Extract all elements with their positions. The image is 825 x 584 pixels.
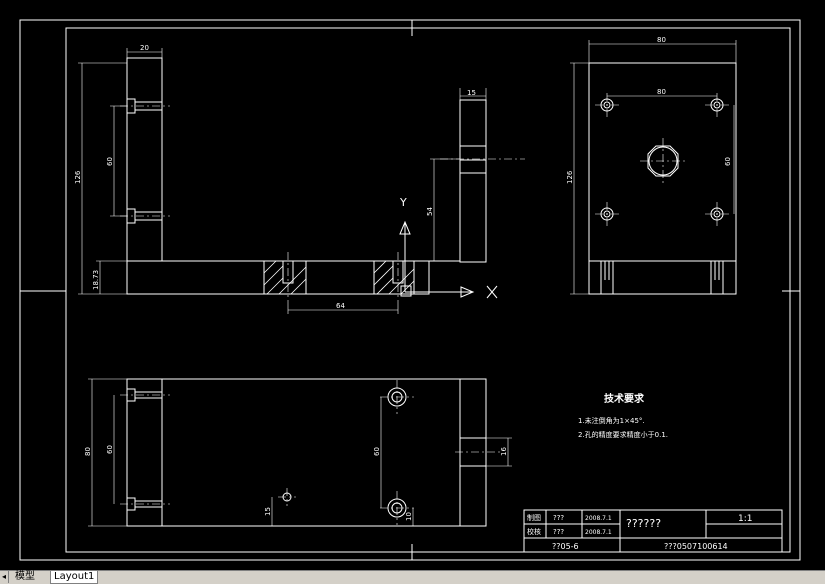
- notes-line-2: 2.孔的精度要求精度小于0.1.: [578, 430, 668, 439]
- side-dimensions: [570, 40, 737, 295]
- y-axis-label: Y: [399, 196, 407, 209]
- inner-frame: [65, 27, 791, 553]
- dim-60-bottom-left: 60: [106, 445, 114, 454]
- notes-title: 技术要求: [604, 392, 645, 405]
- dim-20: 20: [140, 44, 149, 52]
- dim-54: 54: [426, 207, 434, 216]
- drawing-canvas[interactable]: Y X 20 126 60 18.73 15 54 64: [0, 0, 825, 570]
- dim-60-left: 60: [106, 157, 114, 166]
- front-view: [126, 57, 487, 295]
- dim-15-top: 15: [467, 89, 476, 97]
- dim-15-bottom: 15: [264, 507, 272, 516]
- tb-student-no: ???0507100614: [664, 542, 728, 551]
- ucs-icon: [399, 220, 498, 299]
- tab-model[interactable]: 模型: [15, 571, 35, 582]
- dim-60-bottom-mid: 60: [373, 447, 381, 456]
- dim-16: 16: [500, 447, 508, 456]
- dim-60-right: 60: [724, 157, 732, 166]
- dim-64: 64: [336, 302, 345, 310]
- front-hatching: [263, 260, 415, 295]
- side-centerlines: [595, 93, 730, 227]
- tb-checked-date: 2008.7.1: [585, 529, 612, 536]
- front-centerlines: [120, 105, 525, 300]
- dim-126-right: 126: [566, 170, 574, 184]
- center-marks: [20, 20, 800, 560]
- layout-tab-bar: ◂ 模型 Layout1: [0, 570, 825, 584]
- tb-part-name: ??????: [626, 517, 661, 530]
- tb-checked-name: ???: [553, 528, 564, 536]
- tb-drawing-no: ??05-6: [552, 542, 579, 551]
- dim-80-bottom: 80: [84, 447, 92, 456]
- outer-border: [19, 19, 801, 561]
- front-dimensions: [78, 48, 487, 314]
- tb-scale: 1:1: [738, 514, 752, 524]
- tb-drawn-name: ???: [553, 514, 564, 522]
- dim-80-inner: 80: [657, 88, 666, 96]
- dim-10-bottom: 10: [405, 512, 413, 521]
- tb-checked-label: 校核: [527, 527, 541, 536]
- notes-line-1: 1.未注倒角为1×45°.: [578, 416, 645, 425]
- top-centerlines: [120, 380, 500, 525]
- dim-126-left: 126: [74, 170, 82, 184]
- dim-80-top: 80: [657, 36, 666, 44]
- tab-layout1[interactable]: Layout1: [50, 571, 99, 584]
- top-dimensions: [88, 378, 512, 527]
- tb-drawn-label: 制图: [527, 513, 541, 522]
- dim-18-73: 18.73: [92, 270, 100, 290]
- tab-nav-icon[interactable]: ◂: [0, 571, 9, 583]
- tb-drawn-date: 2008.7.1: [585, 515, 612, 522]
- canvas-background: [0, 0, 825, 570]
- title-block: [523, 509, 783, 553]
